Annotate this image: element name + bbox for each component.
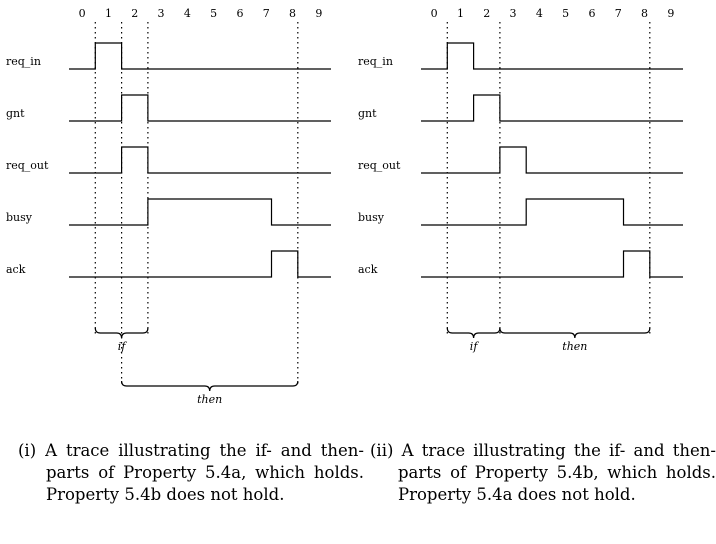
waveform-req-in [69, 42, 331, 70]
caption-panel-2: (ii) A trace illustrating the if- and th… [370, 440, 716, 506]
time-tick-label: 7 [615, 7, 622, 20]
brace-label-then: then [562, 340, 587, 353]
signal-label-busy: busy [6, 211, 33, 224]
time-tick-label: 3 [510, 7, 517, 20]
time-tick-label: 8 [641, 7, 648, 20]
time-tick-label: 9 [667, 7, 674, 20]
time-tick-label: 1 [457, 7, 464, 20]
signal-label-req-in: req_in [6, 55, 41, 68]
time-tick-label: 9 [315, 7, 322, 20]
time-tick-label: 7 [263, 7, 270, 20]
caption-number: (i) [18, 441, 37, 460]
waveform-gnt [69, 94, 331, 122]
time-tick-label: 0 [431, 7, 438, 20]
signal-label-gnt: gnt [6, 107, 25, 120]
signal-label-req-out: req_out [6, 159, 49, 172]
caption-text: A trace illustrating the if- and then-pa… [45, 441, 364, 504]
signal-label-ack: ack [358, 263, 378, 276]
signal-label-req-out: req_out [358, 159, 401, 172]
brace-label-if: if [470, 340, 480, 353]
signal-label-ack: ack [6, 263, 26, 276]
waveform-busy [69, 198, 331, 226]
time-tick-label: 8 [289, 7, 296, 20]
brace-then [499, 327, 651, 339]
time-tick-label: 6 [588, 7, 595, 20]
time-tick-label: 0 [79, 7, 86, 20]
waveform-req-out [421, 146, 683, 174]
waveform-gnt [421, 94, 683, 122]
time-tick-label: 4 [184, 7, 191, 20]
time-tick-label: 2 [483, 7, 490, 20]
brace-if [446, 327, 501, 339]
brace-if [94, 327, 149, 339]
time-tick-label: 2 [131, 7, 138, 20]
caption-text: A trace illustrating the if- and then-pa… [398, 441, 716, 504]
time-tick-label: 6 [236, 7, 243, 20]
brace-then [121, 380, 299, 392]
waveform-req-out [69, 146, 331, 174]
signal-label-req-in: req_in [358, 55, 393, 68]
time-tick-label: 3 [158, 7, 165, 20]
caption-number: (ii) [370, 441, 394, 460]
waveform-req-in [421, 42, 683, 70]
waveform-busy [421, 198, 683, 226]
signal-label-busy: busy [358, 211, 385, 224]
time-tick-label: 4 [536, 7, 543, 20]
signal-label-gnt: gnt [358, 107, 377, 120]
time-tick-label: 5 [562, 7, 569, 20]
waveform-ack [421, 250, 683, 278]
caption-panel-1: (i) A trace illustrating the if- and the… [18, 440, 364, 506]
brace-label-then: then [197, 393, 222, 406]
brace-label-if: if [118, 340, 128, 353]
waveform-ack [69, 250, 331, 278]
time-tick-label: 1 [105, 7, 112, 20]
time-tick-label: 5 [210, 7, 217, 20]
